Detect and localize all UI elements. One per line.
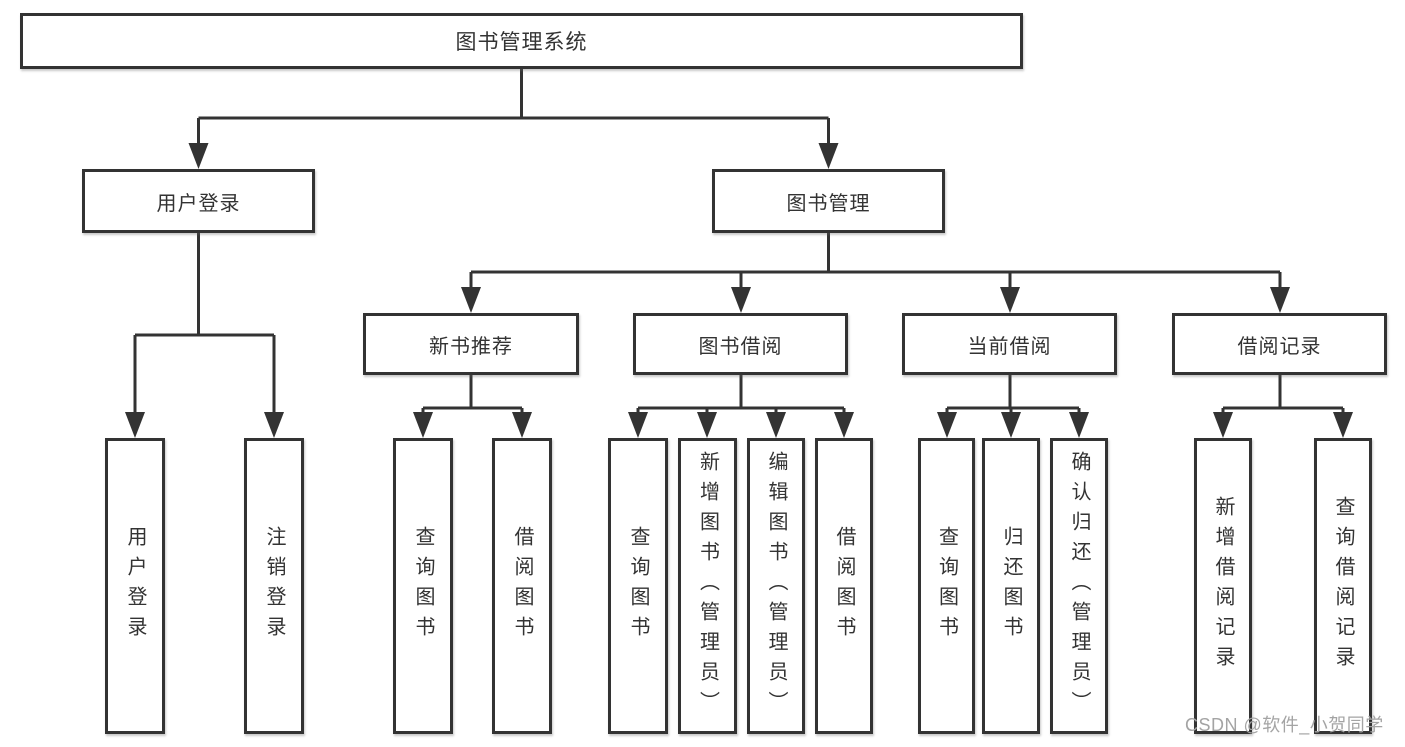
leaf-user-login-label: 用户登录 — [124, 526, 146, 646]
arrowhead — [461, 287, 481, 313]
arrowhead — [1000, 287, 1020, 313]
node-root-label: 图书管理系统 — [455, 31, 588, 54]
arrowhead — [264, 412, 284, 438]
node-new-book-recommend: 新书推荐 — [363, 313, 579, 375]
node-current-borrowing: 当前借阅 — [902, 313, 1117, 375]
arrowhead — [512, 412, 532, 438]
leaf-query-books-current: 查询图书 — [918, 438, 975, 734]
leaf-edit-books-admin-label: 编辑图书（管理员） — [765, 451, 787, 721]
leaf-query-borrow-record-label: 查询借阅记录 — [1332, 496, 1354, 676]
arrowhead — [125, 412, 145, 438]
node-book-borrowing-label: 图书借阅 — [698, 335, 783, 358]
arrowhead — [1069, 412, 1089, 438]
leaf-return-books-label: 归还图书 — [1000, 526, 1022, 646]
leaf-confirm-return-admin-label: 确认归还（管理员） — [1068, 451, 1090, 721]
node-user-login-label: 用户登录 — [156, 192, 241, 215]
arrowhead — [818, 143, 839, 169]
leaf-return-books: 归还图书 — [982, 438, 1040, 734]
csdn-watermark: CSDN @软件_小贺同学 — [1185, 715, 1384, 735]
arrowhead — [731, 287, 751, 313]
leaf-confirm-return-admin: 确认归还（管理员） — [1050, 438, 1108, 734]
arrowhead — [1270, 287, 1290, 313]
leaf-query-books-borrowing: 查询图书 — [608, 438, 668, 734]
leaf-borrow-books-recommend: 借阅图书 — [492, 438, 552, 734]
leaf-borrow-books-recommend-label: 借阅图书 — [511, 526, 533, 646]
arrowhead — [628, 412, 648, 438]
node-root: 图书管理系统 — [20, 13, 1023, 69]
node-book-borrowing: 图书借阅 — [633, 313, 848, 375]
node-user-login: 用户登录 — [82, 169, 315, 233]
arrowhead — [937, 412, 957, 438]
leaf-query-books-current-label: 查询图书 — [935, 526, 958, 646]
leaf-add-books-admin-label: 新增图书（管理员） — [696, 451, 719, 721]
leaf-logout-label: 注销登录 — [263, 526, 285, 646]
leaf-query-books-recommend-label: 查询图书 — [412, 526, 434, 646]
leaf-user-login: 用户登录 — [105, 438, 165, 734]
arrowhead — [834, 412, 854, 438]
node-borrowing-records-label: 借阅记录 — [1237, 335, 1322, 358]
leaf-add-borrow-record: 新增借阅记录 — [1194, 438, 1252, 734]
arrowhead — [697, 412, 717, 438]
arrowhead — [413, 412, 433, 438]
leaf-query-books-recommend: 查询图书 — [393, 438, 453, 734]
arrowhead — [1213, 412, 1233, 438]
leaf-query-borrow-record: 查询借阅记录 — [1314, 438, 1372, 734]
leaf-logout: 注销登录 — [244, 438, 304, 734]
leaf-add-books-admin: 新增图书（管理员） — [678, 438, 737, 734]
node-book-management-label: 图书管理 — [786, 192, 871, 215]
node-borrowing-records: 借阅记录 — [1172, 313, 1387, 375]
node-new-book-recommend-label: 新书推荐 — [429, 335, 513, 358]
arrowhead — [1001, 412, 1021, 438]
leaf-borrow-books: 借阅图书 — [815, 438, 873, 734]
leaf-borrow-books-label: 借阅图书 — [833, 526, 855, 646]
leaf-edit-books-admin: 编辑图书（管理员） — [747, 438, 805, 734]
arrowhead — [1333, 412, 1353, 438]
node-book-management: 图书管理 — [712, 169, 945, 233]
leaf-query-books-borrowing-label: 查询图书 — [627, 526, 649, 646]
arrowhead — [766, 412, 786, 438]
leaf-add-borrow-record-label: 新增借阅记录 — [1212, 496, 1234, 676]
arrowhead — [188, 143, 209, 169]
node-current-borrowing-label: 当前借阅 — [967, 335, 1052, 358]
